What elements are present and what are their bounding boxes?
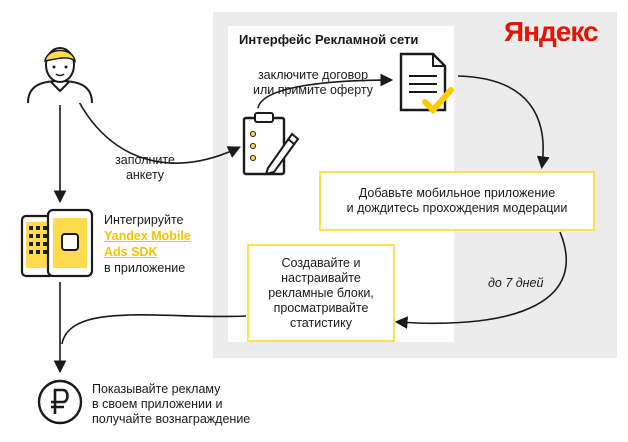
ruble-icon [37,379,83,425]
integrate-prefix-label: Интегрируйте [104,213,184,227]
step-contract-label: заключите договор или примите оферту [252,68,373,97]
devices-icon [20,208,94,278]
document-check-icon [399,52,454,115]
step-create-blocks-label: Создавайте и настраивайте рекламные блок… [268,255,374,330]
step-integrate: Интегрируйте Yandex Mobile Ads SDK в при… [104,212,191,276]
step-earn-label: Показывайте рекламу в своем приложении и… [92,382,251,426]
clipboard-pen-icon [242,112,300,176]
yandex-logo: Яндекс [504,16,599,47]
step-add-app-label: Добавьте мобильное приложение и дождитес… [346,186,568,215]
sdk-link[interactable]: Yandex Mobile Ads SDK [104,229,191,259]
integrate-suffix-label: в приложение [104,261,186,275]
step-create-blocks-box: Создавайте и настраивайте рекламные блок… [247,244,395,342]
duration-label: до 7 дней [488,276,544,290]
step-add-app-box: Добавьте мобильное приложение и дождитес… [319,171,595,231]
user-icon [27,47,93,103]
panel-title: Интерфейс Рекламной сети [239,32,419,47]
step-form-label: заполните анкету [115,153,175,182]
